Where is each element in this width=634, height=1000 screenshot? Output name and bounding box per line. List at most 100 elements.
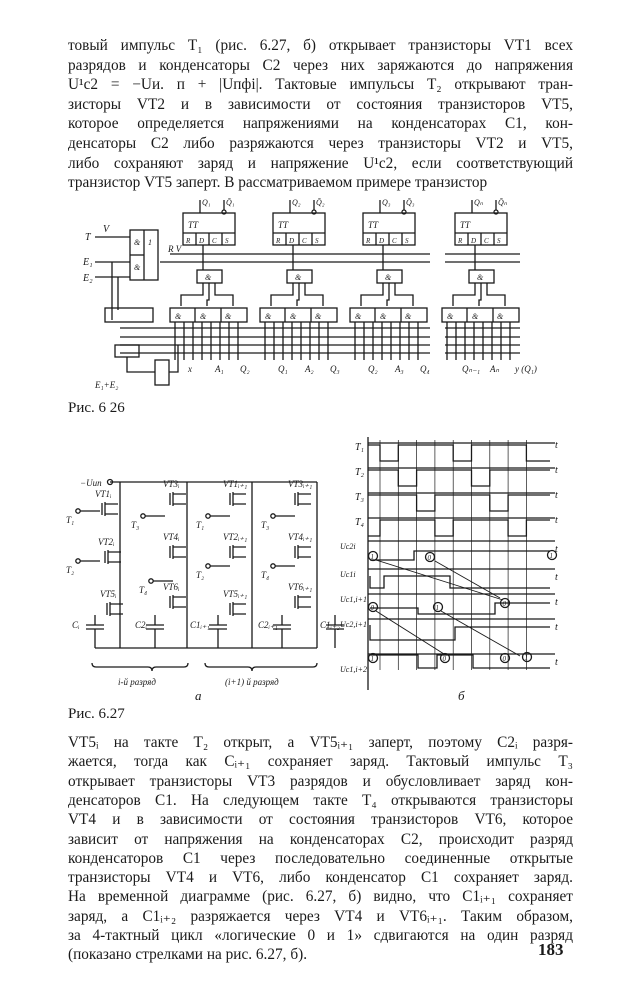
output-label: A₂	[304, 364, 314, 374]
transistor-label: VT1ᵢ₊₁	[223, 479, 247, 489]
transistor-symbol	[104, 550, 121, 564]
pin-label: S	[497, 237, 501, 245]
state-marker-label: 0	[371, 604, 375, 612]
label: 1	[148, 238, 152, 247]
q-label: Q₃	[382, 198, 391, 207]
pin-label: S	[315, 237, 319, 245]
state-marker-label: 1	[371, 553, 375, 561]
clock-waveform	[368, 469, 550, 487]
input-E2: E₂	[82, 273, 93, 284]
transistor-symbol	[294, 492, 311, 506]
qbar-label: Q̄₂	[316, 198, 325, 207]
and-label: &	[385, 273, 392, 282]
and-label: &	[355, 312, 362, 321]
capacitor-label: Cᵢ	[72, 620, 80, 630]
state-marker-label: 1	[550, 552, 554, 560]
transistor-label: VT3ᵢ	[163, 479, 180, 489]
text-line: товый импульс T₁ (рис. 6.27, б) открывае…	[68, 37, 573, 54]
figure-6-26-caption: Рис. 6 26	[68, 400, 125, 416]
pin-label: R	[185, 237, 191, 245]
input-T: T	[85, 232, 92, 243]
subfigure-label-b: б	[458, 688, 465, 703]
voltage-waveform	[370, 654, 550, 669]
output-label: Q₂	[240, 364, 250, 374]
text-line: либо сохраняют заряд и напряжение U¹c2, …	[68, 154, 573, 172]
inverter	[154, 359, 170, 386]
wire	[95, 236, 130, 320]
and-label: &	[447, 312, 454, 321]
output-label: Qₙ₋₁	[462, 364, 480, 374]
clock-input-label: T₂	[66, 565, 74, 575]
transistor-symbol	[229, 492, 246, 506]
and-label: &	[205, 273, 212, 282]
text-line: жается, тогда как Cᵢ₊₁ сохраняет заряд. …	[68, 753, 573, 771]
wire	[126, 345, 179, 373]
time-label: t	[555, 657, 558, 668]
output-label: Aₙ	[489, 364, 499, 374]
flipflop-label: TT	[278, 220, 289, 230]
input-terminal	[75, 558, 81, 564]
and-gate	[114, 344, 140, 358]
transistor-symbol	[294, 545, 311, 559]
flipflop-label: TT	[188, 220, 199, 230]
input-terminal	[205, 563, 211, 569]
pin-label: D	[470, 237, 476, 245]
time-label: t	[555, 465, 558, 476]
and-label: &	[315, 312, 322, 321]
q-label: Q₁	[202, 198, 211, 207]
voltage-label: Uc1,i+2	[340, 665, 367, 674]
and-gate-group	[349, 307, 428, 323]
time-label: t	[555, 572, 558, 583]
clock-input-label: T₃	[261, 520, 269, 530]
clock-waveform	[368, 519, 550, 537]
transistor-label: VT3ᵢ₊₁	[288, 479, 312, 489]
state-marker-label: 1	[525, 654, 529, 662]
state-marker-label: 0	[443, 655, 447, 663]
input-terminal	[148, 578, 154, 584]
clock-name: T₁	[355, 442, 364, 453]
state-marker	[499, 652, 511, 664]
state-marker	[499, 597, 511, 609]
voltage-label: Uc1,i+1	[340, 595, 367, 604]
inverter-bubble	[221, 209, 227, 215]
and-label: &	[225, 312, 232, 321]
pin-label: C	[484, 237, 489, 245]
pin-label: R	[457, 237, 463, 245]
transistor-symbol	[169, 545, 186, 559]
clock-input-label: T₁	[66, 515, 74, 525]
wire	[180, 283, 234, 306]
transistor-label: VT4ᵢ₊₁	[288, 532, 312, 542]
clock-input-label: T₄	[261, 570, 269, 580]
state-marker-label: 0	[503, 600, 507, 608]
bracket-label: i-й разряд	[118, 677, 156, 687]
output-label: A₁	[214, 364, 224, 374]
state-marker	[367, 601, 379, 613]
and-label: &	[175, 312, 182, 321]
pin-label: S	[405, 237, 409, 245]
input-terminal	[270, 563, 276, 569]
capacitor-label: C2ᵢ	[135, 620, 148, 630]
inverter-bubble	[493, 209, 499, 215]
and-gate-group	[441, 307, 520, 323]
text-line: (показано стрелками на рис. 6.27, б).	[68, 946, 308, 964]
state-marker-label: 1	[436, 604, 440, 612]
and-label: &	[295, 273, 302, 282]
pin-label: R	[275, 237, 281, 245]
and-label: &	[265, 312, 272, 321]
text-line: зависит от напряжения на конденсаторах C…	[68, 830, 573, 848]
time-label: t	[555, 544, 558, 555]
and-label: &	[200, 312, 207, 321]
voltage-label: Uc1i	[340, 570, 356, 579]
state-marker	[424, 551, 436, 563]
state-marker	[367, 652, 379, 664]
page-number: 183	[538, 940, 564, 959]
transistor-symbol	[229, 545, 246, 559]
clock-input-label: T₃	[131, 520, 139, 530]
transistor-label: VT5ᵢ	[100, 589, 117, 599]
pin-label: D	[288, 237, 294, 245]
text-line: денсаторов C1. На следующем такте T₄ отк…	[68, 791, 573, 809]
capacitor-label: C2ᵢ₊₁	[258, 620, 278, 630]
and-label: &	[290, 312, 297, 321]
